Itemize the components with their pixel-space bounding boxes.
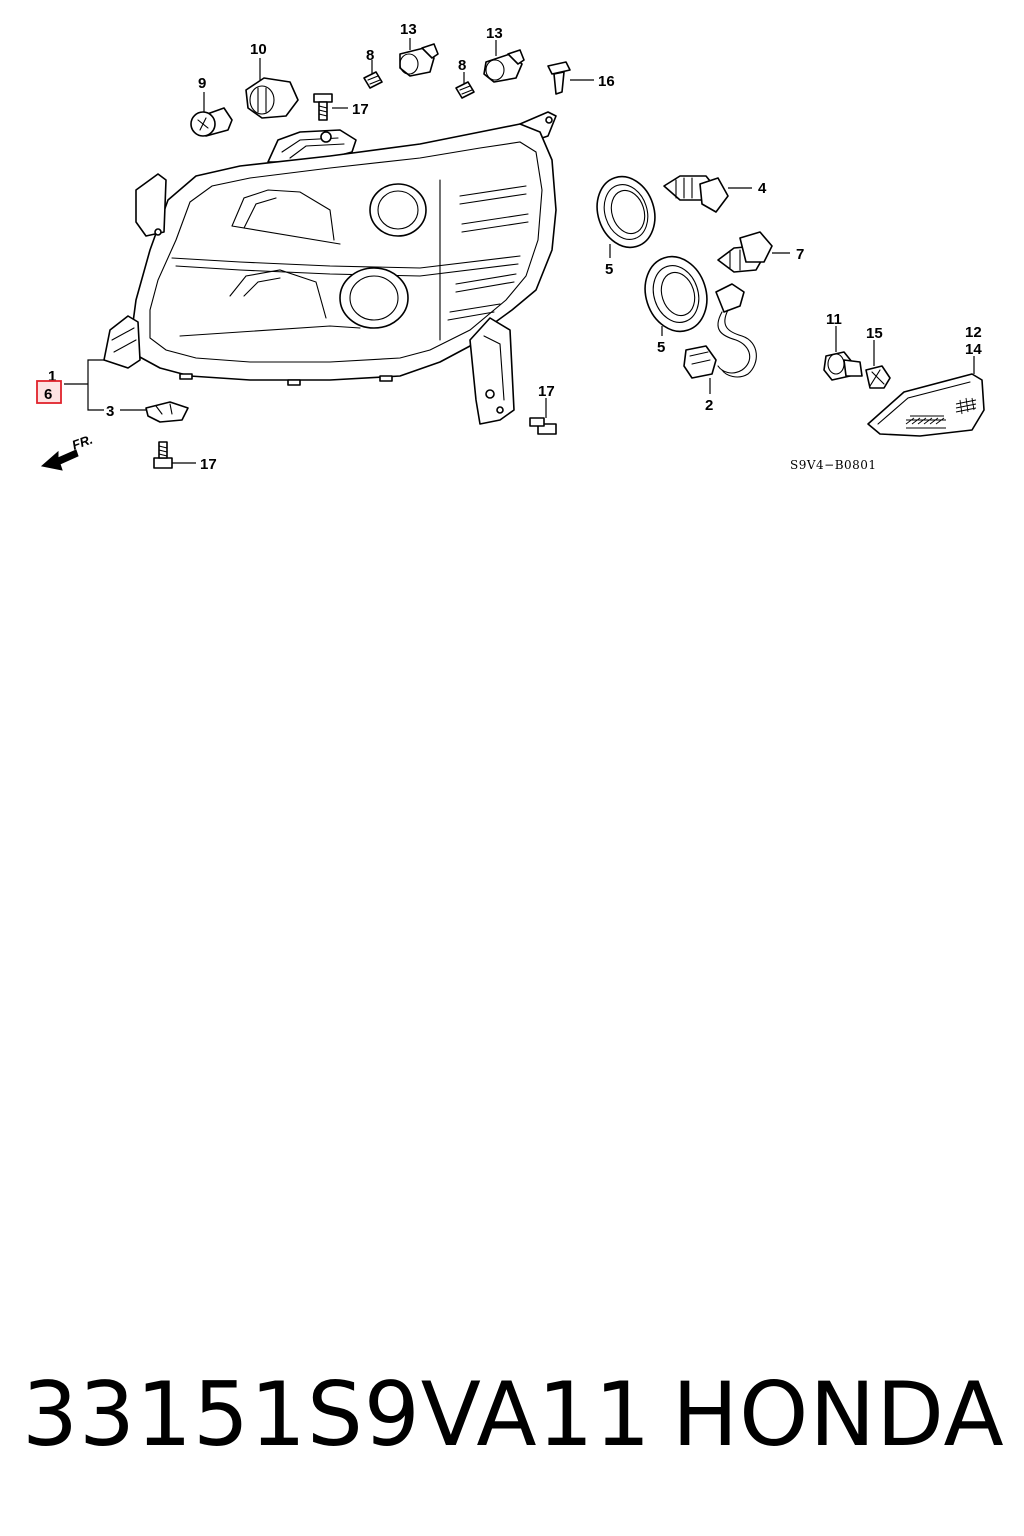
callout-6-highlight: [36, 380, 62, 404]
bulb-4: [663, 175, 729, 213]
dust-cap-5-lower: [644, 255, 708, 333]
callout-8-right[interactable]: 8: [458, 57, 466, 74]
bulb-11: [823, 351, 863, 381]
bulb-8-left: [363, 71, 383, 89]
callout-14[interactable]: 14: [965, 341, 982, 358]
brand-name: HONDA: [672, 1363, 1005, 1466]
callout-17-middle[interactable]: 17: [538, 383, 555, 400]
bulb-8-right: [455, 81, 475, 99]
callout-17-top[interactable]: 17: [352, 101, 369, 118]
callout-15[interactable]: 15: [866, 325, 883, 342]
callout-10[interactable]: 10: [250, 41, 267, 58]
callout-9[interactable]: 9: [198, 75, 206, 92]
bulb-15: [865, 365, 891, 389]
callout-17-bottom[interactable]: 17: [200, 456, 217, 473]
side-marker-12-14: [867, 373, 985, 437]
leader-lines: [64, 38, 975, 464]
callout-13-right[interactable]: 13: [486, 25, 503, 42]
callout-13-left[interactable]: 13: [400, 21, 417, 38]
headlight-assembly: [103, 111, 557, 425]
bolt-17-top: [313, 93, 333, 121]
socket-10: [245, 77, 299, 119]
front-direction-label: FR.: [70, 432, 95, 453]
diagram-code: S9V4−B0801: [790, 458, 877, 472]
callout-2[interactable]: 2: [705, 397, 713, 414]
bolt-17-bottom-left: [153, 441, 173, 469]
part-number: 33151S9VA11: [22, 1363, 652, 1466]
part-caption: 33151S9VA11 HONDA: [0, 1365, 1024, 1465]
harness-2: [683, 283, 757, 379]
callout-1[interactable]: 1: [48, 368, 56, 385]
bulb-9: [190, 107, 233, 137]
callout-4[interactable]: 4: [758, 180, 767, 197]
callout-6[interactable]: 6: [44, 386, 52, 403]
bolt-17-middle: [529, 417, 557, 435]
callout-5-upper[interactable]: 5: [605, 261, 613, 278]
callout-5-lower[interactable]: 5: [657, 339, 665, 356]
callout-12[interactable]: 12: [965, 324, 982, 341]
dust-cap-5-upper: [596, 175, 656, 249]
callout-8-left[interactable]: 8: [366, 47, 374, 64]
callout-16[interactable]: 16: [598, 73, 615, 90]
bulb-7: [717, 231, 773, 273]
callouts: 1 6 3 9 10 17 8 13 8 13 16 4 5 7 5 2 11 …: [36, 21, 982, 473]
socket-13-left: [399, 43, 439, 77]
socket-13-right: [483, 49, 525, 83]
clip-nut-3: [145, 401, 189, 423]
callout-11[interactable]: 11: [826, 311, 842, 328]
front-direction-arrow: FR.: [40, 432, 95, 471]
callout-7[interactable]: 7: [796, 246, 804, 263]
callout-3[interactable]: 3: [106, 403, 114, 420]
clip-16: [547, 61, 571, 95]
headlight-parts-diagram: FR. 1 6 3 9 10 17 8 13 8: [36, 21, 985, 473]
